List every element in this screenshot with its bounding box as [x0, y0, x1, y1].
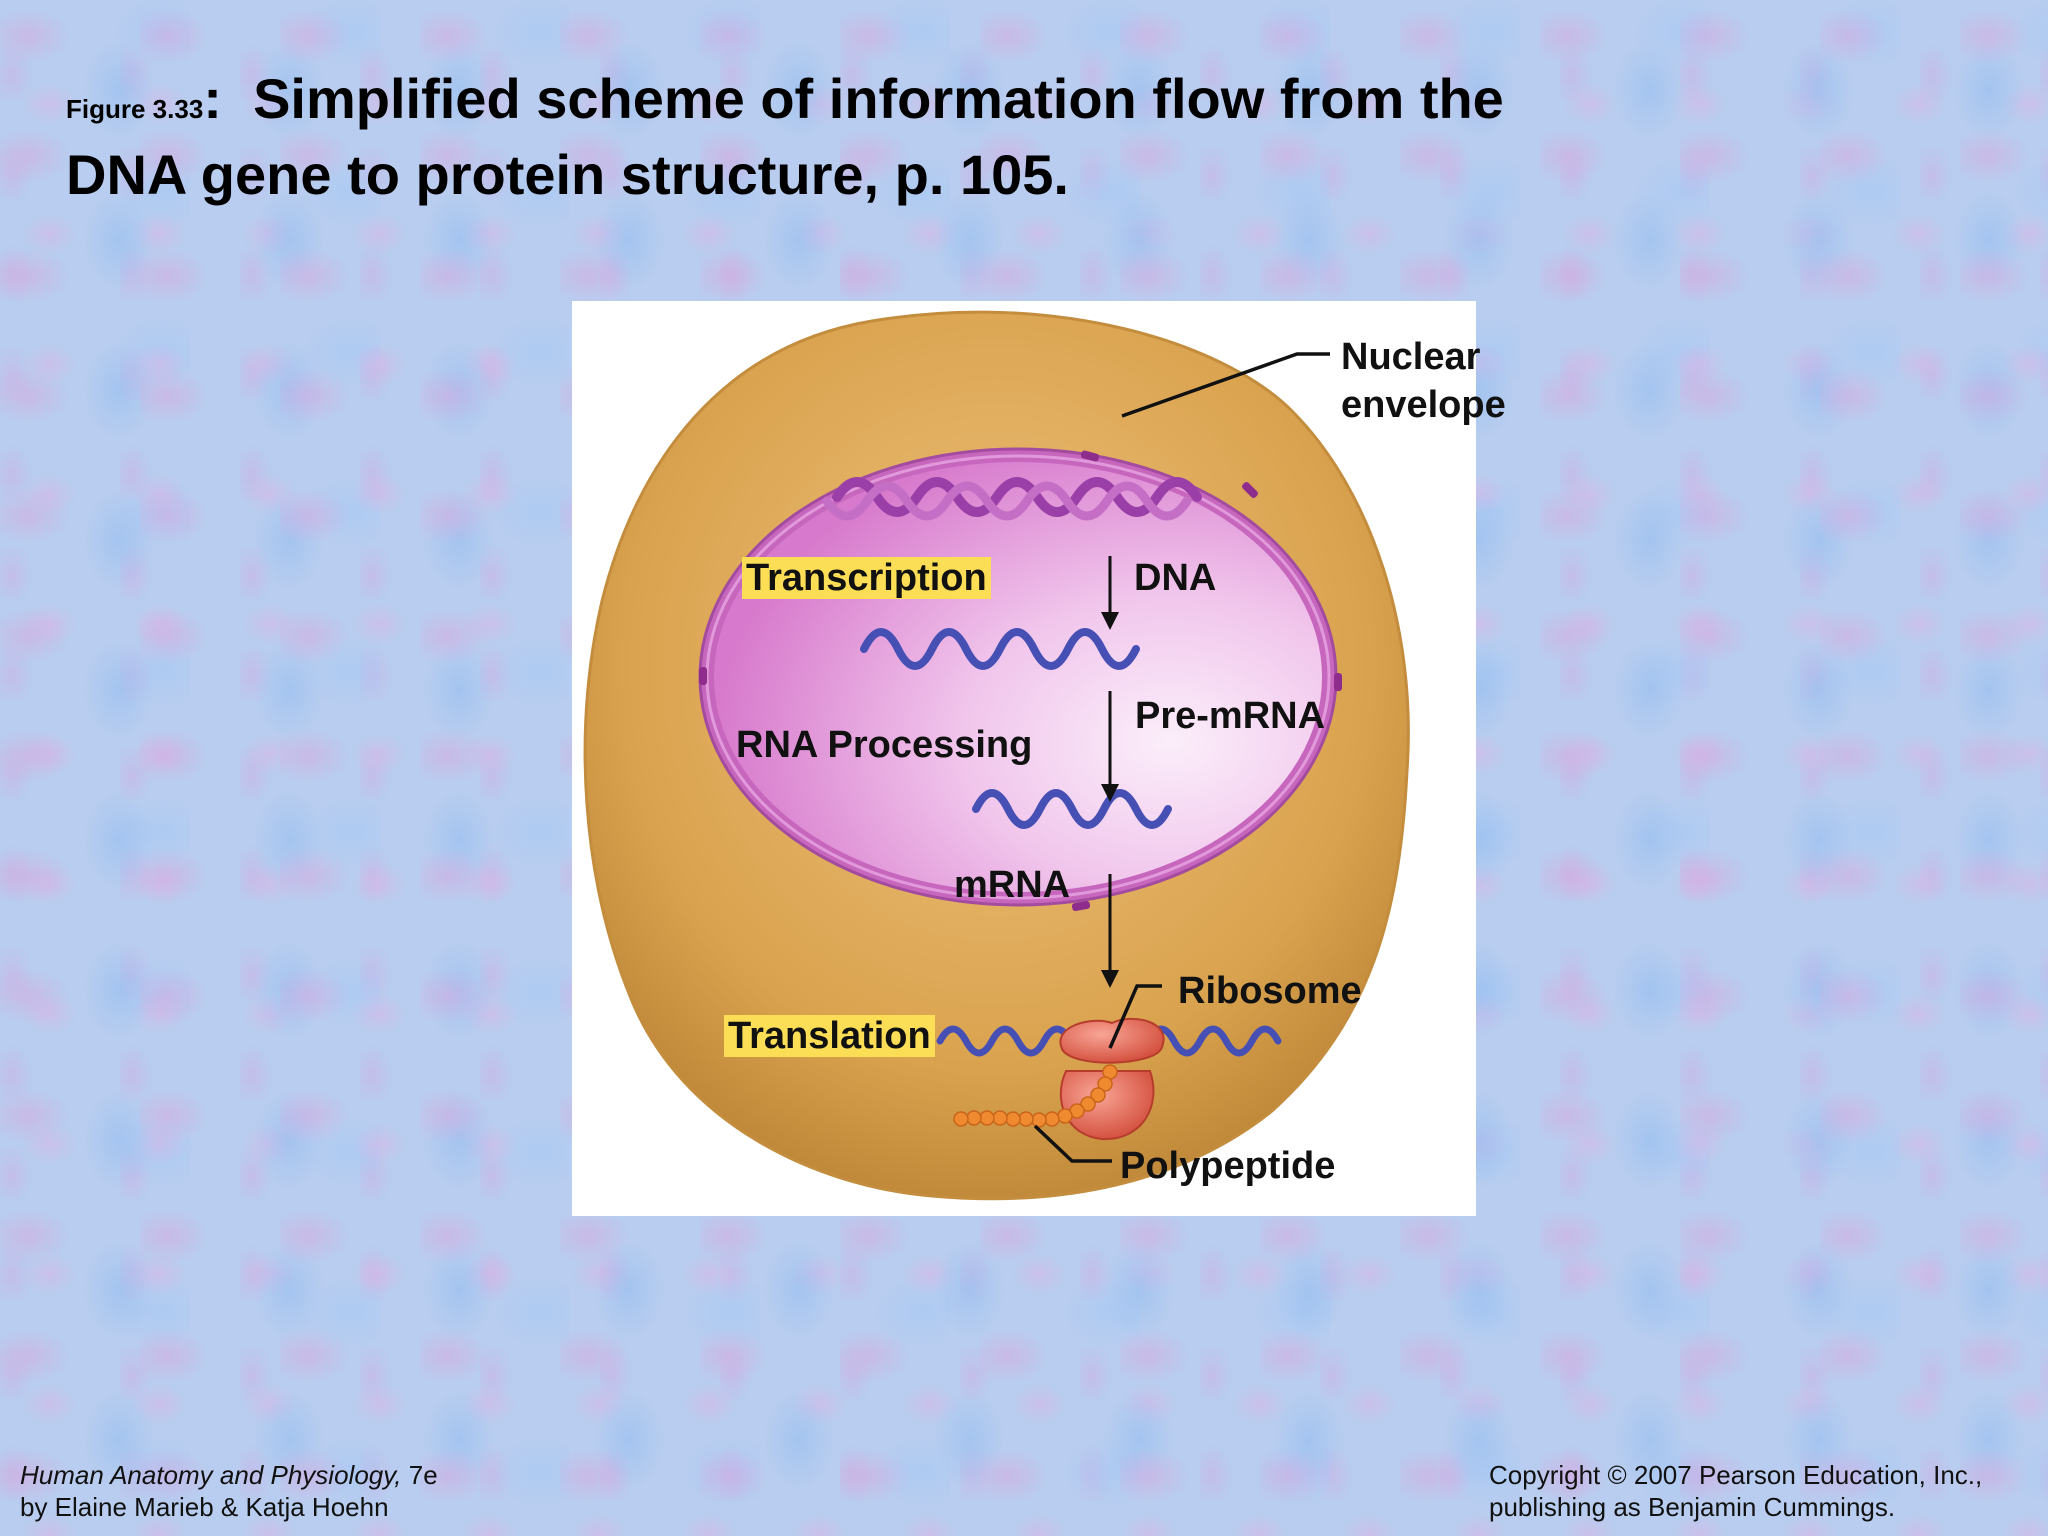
footer-authors: by Elaine Marieb & Katja Hoehn: [20, 1492, 389, 1522]
label-dna: DNA: [1134, 557, 1217, 599]
diagram-panel: Nuclear envelope Transcription DNA Pre-m…: [572, 301, 1506, 1216]
footer-book-info: Human Anatomy and Physiology, 7e by Elai…: [20, 1459, 438, 1523]
footer-edition: 7e: [401, 1460, 438, 1490]
label-nuclear-envelope: Nuclear envelope: [1341, 333, 1506, 429]
label-nuclear-envelope-line1: Nuclear: [1341, 336, 1481, 378]
nucleus: [714, 462, 1322, 892]
footer-copyright-info: Copyright © 2007 Pearson Education, Inc.…: [1489, 1459, 1982, 1523]
leader-lines: [1033, 352, 1330, 1163]
label-ribosome: Ribosome: [1178, 970, 1362, 1012]
label-pre-mrna: Pre-mRNA: [1135, 695, 1326, 737]
dna-double-helix: [822, 477, 1202, 521]
label-nuclear-envelope-line2: envelope: [1341, 384, 1506, 426]
label-transcription: Transcription: [742, 556, 991, 600]
nuclear-pores: [699, 450, 1342, 912]
footer-book-line: Human Anatomy and Physiology, 7e: [20, 1459, 438, 1491]
mrna-strand: [972, 789, 1172, 829]
label-rna-processing: RNA Processing: [736, 724, 1033, 766]
translation-highlight: Translation: [724, 1015, 935, 1057]
polypeptide-chain: [953, 1064, 1118, 1128]
title-text: Simplified scheme of information flow fr…: [66, 67, 1504, 206]
slide-title: Figure 3.33: Simplified scheme of inform…: [66, 66, 1626, 208]
label-translation: Translation: [724, 1014, 935, 1058]
title-separator: :: [203, 67, 222, 130]
footer-book-title: Human Anatomy and Physiology,: [20, 1460, 402, 1490]
transcription-highlight: Transcription: [742, 557, 991, 599]
footer-publisher: publishing as Benjamin Cummings.: [1489, 1492, 1896, 1522]
pre-mrna-strand: [860, 628, 1140, 670]
label-polypeptide: Polypeptide: [1120, 1145, 1336, 1187]
figure-reference: Figure 3.33: [66, 94, 204, 124]
footer-copyright: Copyright © 2007 Pearson Education, Inc.…: [1489, 1460, 1983, 1490]
label-mrna: mRNA: [954, 864, 1071, 906]
